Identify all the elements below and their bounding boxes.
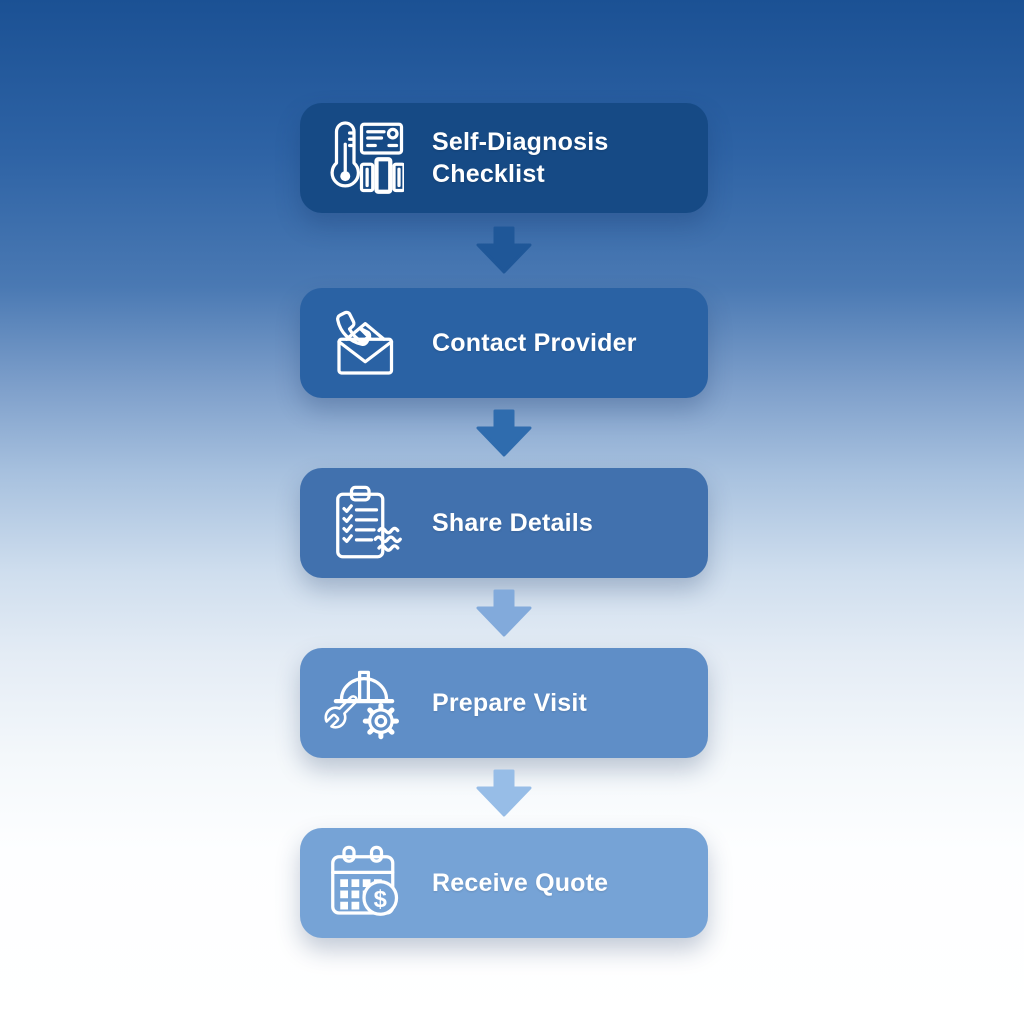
dollar-symbol: $ [374, 886, 387, 913]
calendar-dollar-icon: $ [331, 845, 399, 916]
flow-arrow-3 [475, 589, 533, 637]
flow-arrow-4 [475, 769, 533, 817]
phone-envelope-icon [336, 310, 394, 375]
step-label: Prepare Visit [432, 688, 588, 717]
flow-arrow-2 [475, 409, 533, 457]
step-box-receive-quote: $ Receive Quote [300, 828, 708, 938]
dollar-badge-circle [362, 880, 399, 916]
step-label: Contact Provider [432, 328, 637, 357]
down-arrow-icon [476, 409, 532, 457]
step-label: Share Details [432, 508, 594, 537]
step-box-self-diagnosis-checklist: Self-Diagnosis Checklist [300, 103, 708, 213]
flow-arrow-1 [475, 226, 533, 274]
down-arrow-icon [476, 769, 532, 817]
clipboard-checklist-icon [336, 485, 402, 559]
hardhat-tools-icon [324, 670, 399, 740]
step-label: Self-Diagnosis Checklist [432, 127, 609, 189]
step-label: Receive Quote [432, 868, 609, 897]
step-box-share-details: Share Details [300, 468, 708, 578]
thermometer-report-icon [330, 121, 404, 194]
step-box-contact-provider: Contact Provider [300, 288, 708, 398]
down-arrow-icon [476, 226, 532, 274]
down-arrow-icon [476, 589, 532, 637]
step-box-prepare-visit: Prepare Visit [300, 648, 708, 758]
